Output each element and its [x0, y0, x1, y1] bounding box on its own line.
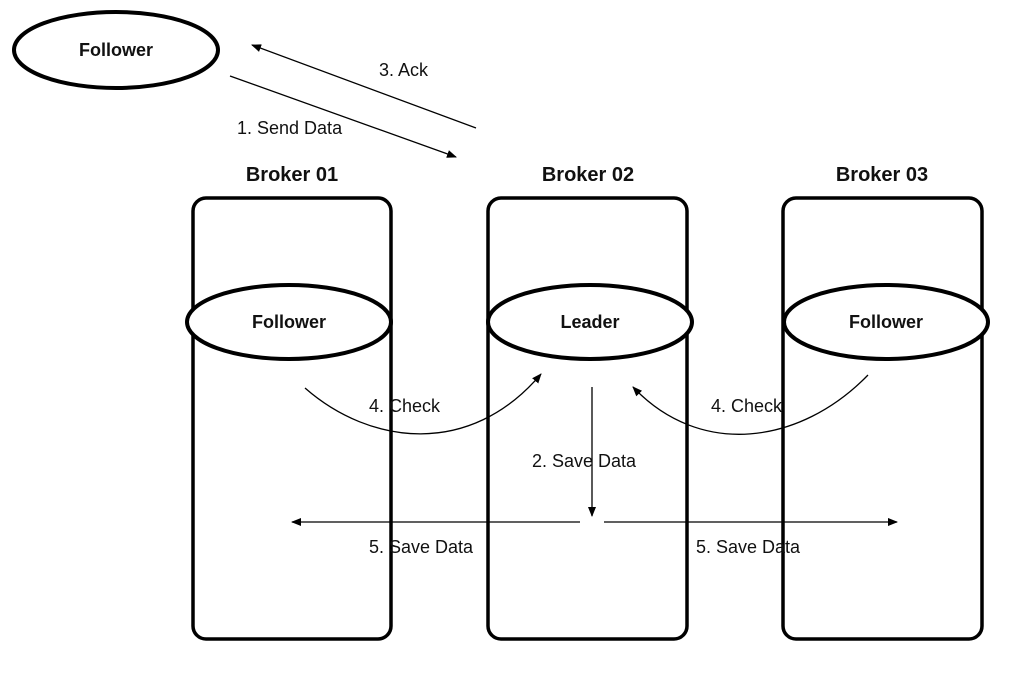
broker-01-follower-ellipse [185, 283, 393, 361]
send-data-label: 1. Send Data [237, 118, 343, 138]
broker-03-follower-node: Follower [782, 283, 990, 361]
save-data-left-label: 5. Save Data [369, 537, 474, 557]
send-data-arrow [229, 75, 457, 158]
broker-02-title: Broker 02 [542, 164, 634, 186]
broker-02-box [486, 196, 689, 641]
broker-03-box [781, 196, 984, 641]
ack-arrow [251, 44, 477, 129]
save-data-leader-label: 2. Save Data [532, 451, 637, 471]
save-data-right-label: 5. Save Data [696, 537, 801, 557]
broker-03-role-label: Follower [849, 312, 923, 332]
client-label: Follower [79, 40, 153, 60]
broker-02-leader-ellipse [486, 283, 694, 361]
client-node: Follower [12, 10, 220, 90]
check-left-arrow [304, 373, 542, 435]
ack-label: 3. Ack [379, 60, 429, 80]
broker-03-title: Broker 03 [836, 164, 928, 186]
broker-02-role-label: Leader [560, 312, 619, 332]
broker-03-follower-ellipse [782, 283, 990, 361]
broker-01-follower-node: Follower [185, 283, 393, 361]
broker-01-role-label: Follower [252, 312, 326, 332]
broker-02-leader-node: Leader [486, 283, 694, 361]
check-left-label: 4. Check [369, 396, 441, 416]
broker-01-title: Broker 01 [246, 164, 338, 186]
check-right-label: 4. Check [711, 396, 783, 416]
check-right-arrow [632, 374, 869, 435]
broker-01-box [191, 196, 393, 641]
client-ellipse [12, 10, 220, 90]
